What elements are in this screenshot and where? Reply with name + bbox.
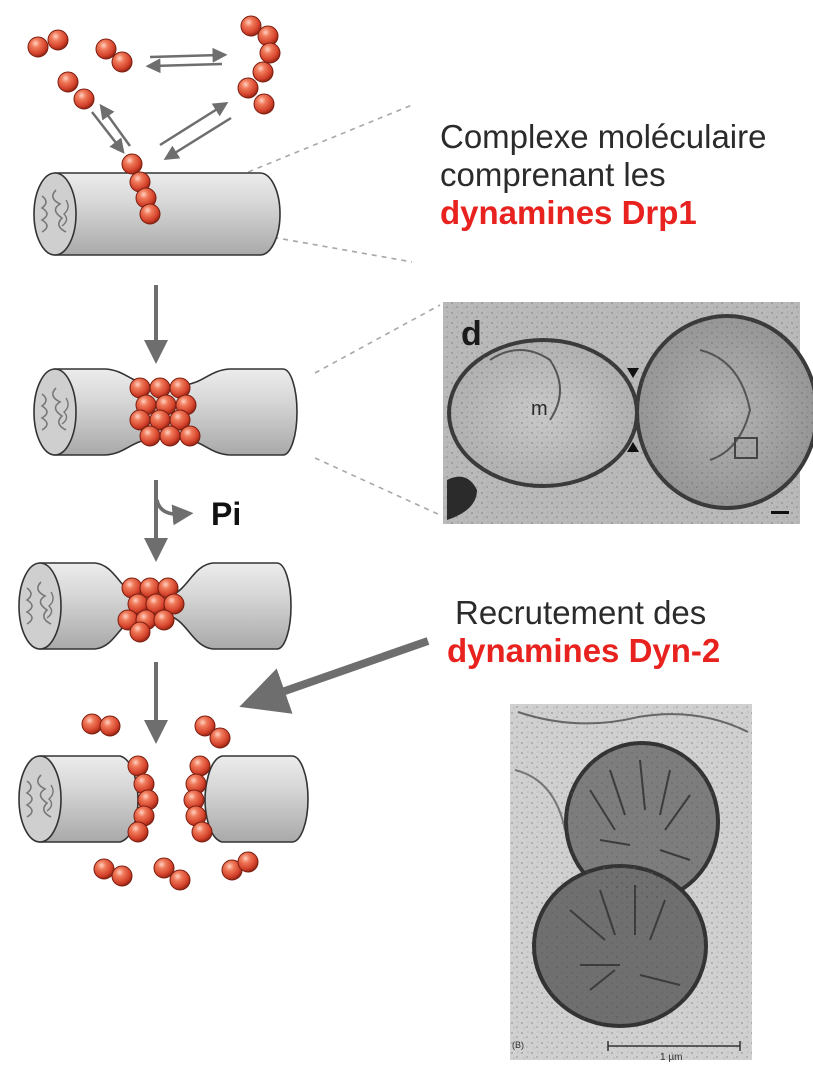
micrograph-panel-label: (B) — [512, 1040, 524, 1050]
caption-recruitment-line1: Recrutement des — [455, 594, 707, 631]
dynamin-bead — [95, 38, 117, 60]
dynamin-beads — [27, 15, 281, 891]
dynamin-bead — [99, 715, 121, 737]
dynamin-bead — [159, 425, 181, 447]
dynamin-bead — [139, 425, 161, 447]
dynamin-bead — [121, 153, 143, 175]
dynamin-bead — [57, 71, 79, 93]
dynamin-bead — [139, 203, 161, 225]
dynamin-bead — [252, 61, 274, 83]
recruitment-arrow-icon — [239, 637, 430, 714]
dynamin-bead — [191, 821, 213, 843]
scale-bar-label: 1 µm — [660, 1052, 683, 1063]
dynamin-bead — [259, 42, 281, 64]
dynamin-bead — [237, 77, 259, 99]
branch-arrow-icon — [155, 499, 194, 526]
dynamin-bead — [73, 88, 95, 110]
dynamin-bead — [93, 858, 115, 880]
dynamin-bead — [81, 713, 103, 735]
dynamin-bead — [129, 621, 151, 643]
dynamin-bead — [169, 869, 191, 891]
caption-complex-line1: Complexe moléculaire — [440, 118, 767, 155]
caption-dyn2: dynamines Dyn-2 — [447, 632, 721, 669]
dynamin-bead — [237, 851, 259, 873]
mitochondrion-stage-1 — [33, 172, 281, 256]
dynamin-bead — [194, 715, 216, 737]
dynamin-bead — [47, 29, 69, 51]
dynamin-bead — [27, 36, 49, 58]
dynamin-bead — [240, 15, 262, 37]
dynamin-bead — [111, 865, 133, 887]
caption-recruitment: Recrutement des dynamines Dyn-2 — [447, 594, 720, 670]
pi-label: Pi — [211, 496, 242, 532]
dynamin-bead — [163, 593, 185, 615]
dynamin-bead — [127, 821, 149, 843]
arrows — [144, 285, 430, 744]
dynamin-bead — [153, 609, 175, 631]
dynamin-bead — [169, 409, 191, 431]
dynamin-bead — [127, 755, 149, 777]
caption-complex: Complexe moléculaire comprenant les dyna… — [440, 118, 766, 232]
caption-drp1: dynamines Drp1 — [440, 194, 697, 231]
dynamin-bead — [179, 425, 201, 447]
micrograph-label-m: m — [531, 398, 548, 420]
micrograph-panel-letter: d — [461, 315, 482, 353]
dynamin-bead — [111, 51, 133, 73]
micrograph-division — [510, 704, 752, 1060]
dynamin-bead — [153, 857, 175, 879]
dynamin-bead — [253, 93, 275, 115]
dynamin-bead — [209, 727, 231, 749]
dynamin-bead — [189, 755, 211, 777]
caption-complex-line2: comprenant les — [440, 156, 666, 193]
mitochondrion-stage-4 — [18, 755, 309, 843]
dashed-guides — [164, 104, 441, 516]
double-arrow-icon — [91, 47, 232, 160]
micrograph-constriction — [443, 302, 813, 524]
